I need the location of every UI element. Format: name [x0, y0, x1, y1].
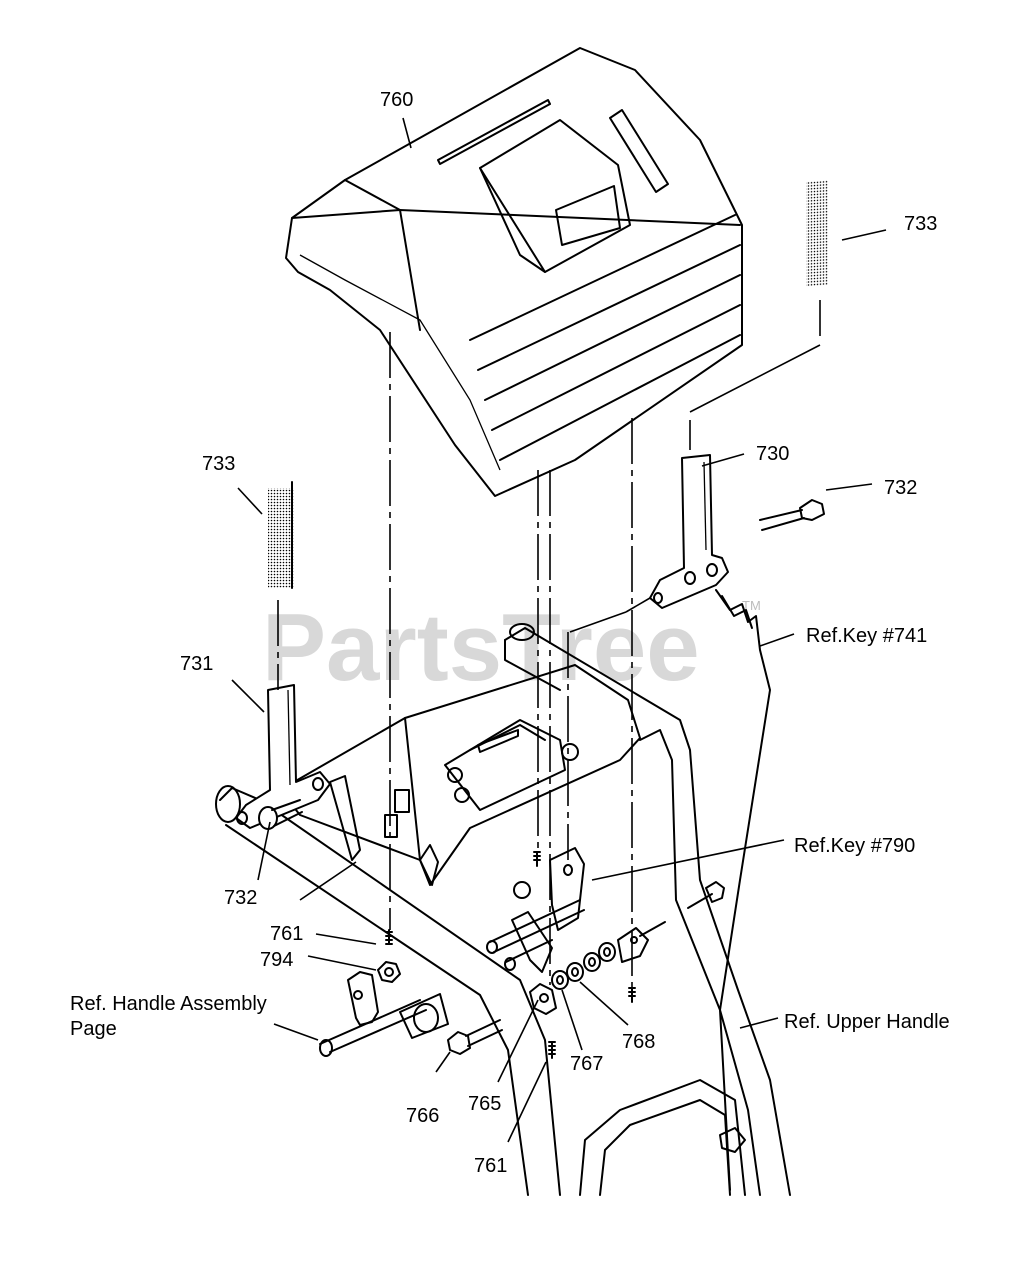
leader-lines — [231, 117, 887, 1143]
label-733-right: 733 — [904, 213, 937, 235]
upper-handle-frame[interactable] — [215, 623, 791, 1196]
part-761-screw-left[interactable] — [385, 929, 393, 945]
label-732-left: 732 — [224, 887, 257, 909]
label-handle-assembly-line2: Page — [70, 1018, 117, 1040]
part-761-screw-bottom[interactable] — [548, 1041, 556, 1059]
label-handle-assembly-line1: Ref. Handle Assembly — [70, 993, 267, 1015]
part-767-washers[interactable] — [551, 962, 584, 990]
mounting-bracket-assembly[interactable] — [279, 664, 641, 886]
part-794-nut[interactable] — [377, 961, 401, 983]
part-733-decal-left[interactable] — [268, 488, 294, 588]
part-768-washers[interactable] — [583, 942, 616, 972]
screw-center[interactable] — [533, 851, 541, 867]
label-765: 765 — [468, 1093, 501, 1115]
part-732-bolt-right[interactable] — [759, 499, 825, 531]
bolt-upper-handle[interactable] — [687, 881, 725, 909]
label-ref-790: Ref.Key #790 — [794, 835, 915, 857]
left-pivot-bracket[interactable] — [319, 971, 449, 1057]
part-labels: 760 733 733 730 732 Ref.Key #741 731 732… — [70, 89, 950, 1177]
part-730-bracket-right[interactable] — [649, 454, 729, 609]
label-733-left: 733 — [202, 453, 235, 475]
label-760: 760 — [380, 89, 413, 111]
ref-741-cable[interactable] — [715, 589, 771, 1191]
watermark-trademark: TM — [742, 598, 761, 613]
label-730: 730 — [756, 443, 789, 465]
part-766-bolt[interactable] — [447, 1019, 503, 1055]
label-767: 767 — [570, 1053, 603, 1075]
part-731-bracket-left[interactable] — [235, 684, 361, 861]
watermark-text: PartsTree — [262, 594, 700, 701]
label-794: 794 — [260, 949, 293, 971]
label-732-right: 732 — [884, 477, 917, 499]
label-ref-741: Ref.Key #741 — [806, 625, 927, 647]
part-760-dash-panel[interactable] — [285, 47, 743, 497]
label-ref-upper-handle: Ref. Upper Handle — [784, 1011, 950, 1033]
label-761-left: 761 — [270, 923, 303, 945]
screw-right[interactable] — [628, 987, 636, 1003]
label-761-bottom: 761 — [474, 1155, 507, 1177]
alignment-lines — [277, 300, 821, 988]
right-pivot-bracket[interactable] — [486, 847, 585, 973]
label-766: 766 — [406, 1105, 439, 1127]
right-small-bracket[interactable] — [617, 921, 666, 963]
part-733-decal-right[interactable] — [806, 180, 828, 287]
part-732-bolt-left[interactable] — [258, 799, 303, 830]
label-731: 731 — [180, 653, 213, 675]
label-768: 768 — [622, 1031, 655, 1053]
